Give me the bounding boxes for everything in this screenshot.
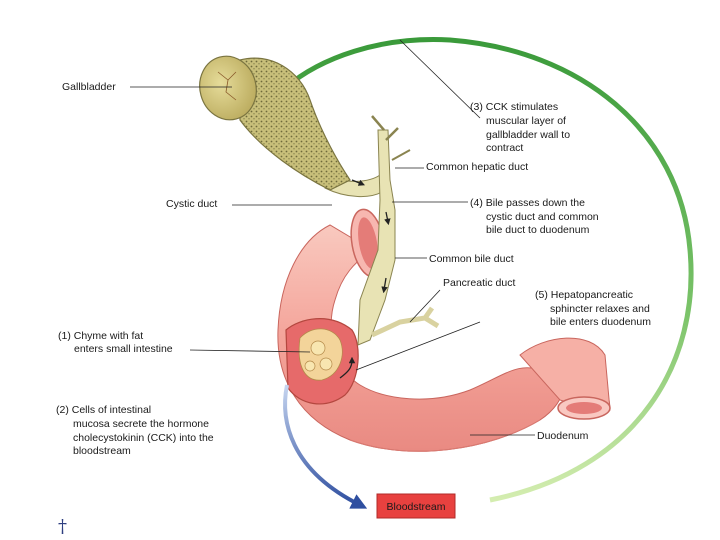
cystic-duct-label: Cystic duct	[166, 198, 217, 210]
step4-text: (4) Bile passes down the cystic duct and…	[470, 197, 602, 236]
step1-line: enters small intestine	[74, 343, 173, 355]
step4-line: cystic duct and common	[486, 211, 599, 223]
step5-line: bile enters duodenum	[550, 316, 651, 328]
common-hepatic-duct-label: Common hepatic duct	[426, 161, 528, 173]
step4-line: (4) Bile passes down the	[470, 197, 585, 209]
step4-line: bile duct to duodenum	[486, 224, 590, 236]
step5-line: sphincter relaxes and	[550, 303, 650, 315]
step2-text: (2) Cells of intestinal mucosa secrete t…	[56, 404, 217, 457]
gallbladder-illustration	[199, 55, 351, 191]
common-bile-duct-label: Common bile duct	[429, 253, 514, 265]
step2-line: (2) Cells of intestinal	[56, 404, 151, 416]
step5-text: (5) Hepatopancreatic sphincter relaxes a…	[535, 289, 653, 328]
cck-arrow	[275, 37, 694, 503]
duodenum-label: Duodenum	[537, 430, 589, 442]
step2-line: bloodstream	[73, 445, 131, 457]
step2-line: mucosa secrete the hormone	[73, 418, 209, 430]
duodenum-illustration	[277, 208, 611, 452]
bloodstream-box: Bloodstream	[376, 493, 456, 519]
signature-mark: †	[58, 516, 67, 537]
leader-lines	[130, 39, 535, 436]
labels: Gallbladder Cystic duct Common hepatic d…	[56, 81, 653, 457]
step3-text: (3) CCK stimulates muscular layer of gal…	[470, 101, 573, 154]
pancreatic-duct-label: Pancreatic duct	[443, 277, 515, 289]
bloodstream-arrow	[283, 384, 368, 509]
bile-duct-system	[324, 115, 440, 346]
step3-line: muscular layer of	[486, 115, 566, 127]
step3-line: (3) CCK stimulates	[470, 101, 558, 113]
step3-line: gallbladder wall to	[486, 129, 570, 141]
bloodstream-label: Bloodstream	[387, 501, 446, 513]
step1-text: (1) Chyme with fat enters small intestin…	[58, 330, 173, 355]
step1-line: (1) Chyme with fat	[58, 330, 143, 342]
gallbladder-label: Gallbladder	[62, 81, 116, 93]
step2-line: cholecystokinin (CCK) into the	[73, 432, 214, 444]
step5-line: (5) Hepatopancreatic	[535, 289, 633, 301]
step3-line: contract	[486, 142, 523, 154]
